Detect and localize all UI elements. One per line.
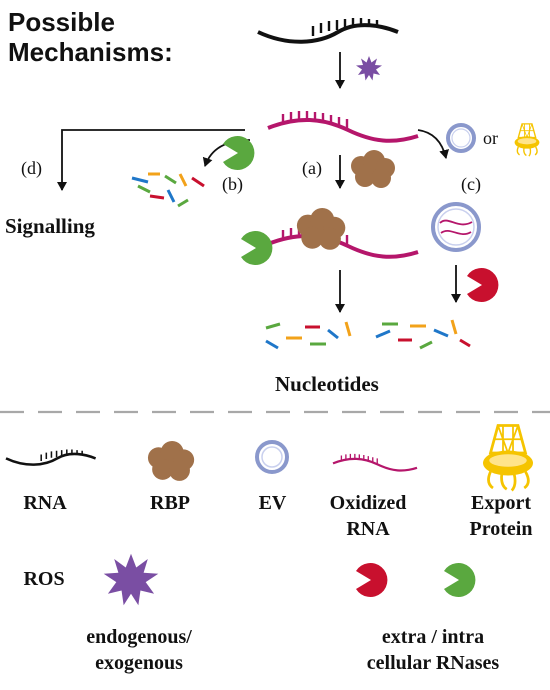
legend-oxidized-line-1: Oxidized (329, 492, 407, 514)
label-a: (a) (302, 158, 322, 178)
fragments-b-icon (131, 172, 205, 208)
legend-oxidized-label: Oxidized RNA (312, 490, 424, 542)
ev-with-rna-icon (431, 202, 481, 252)
diagram-title: Possible Mechanisms: (8, 7, 173, 67)
label-c: (c) (461, 174, 481, 194)
arrow-to-signalling (57, 129, 245, 191)
top-rna-icon (256, 16, 400, 44)
legend-export-protein-icon (481, 424, 535, 492)
label-b: (b) (222, 174, 243, 194)
legend-rnases-line-1: extra / intra (381, 626, 485, 648)
nucleotides-label: Nucleotides (275, 372, 379, 396)
oxidized-rna-main-icon (266, 109, 420, 143)
rnase-red-c-icon (467, 268, 499, 302)
rnase-green-a-icon (241, 231, 273, 265)
legend-oxidized-rna-icon (331, 452, 419, 472)
ros-small-icon (356, 56, 382, 81)
title-line-2: Mechanisms: (8, 37, 173, 67)
legend-ros-label: ROS (23, 568, 65, 590)
title-line-1: Possible (8, 7, 115, 37)
legend-export-label: Export Protein (455, 490, 547, 542)
ev-icon-c (446, 123, 476, 153)
legend-export-line-1: Export (471, 492, 531, 514)
legend-oxidized-line-2: RNA (346, 518, 390, 540)
or-text: or (483, 128, 498, 148)
legend-rna-label: RNA (23, 492, 67, 514)
legend-export-line-2: Protein (469, 518, 533, 540)
legend-ros-desc-line-1: endogenous/ (86, 626, 192, 648)
rbp-icon-a (351, 150, 395, 188)
legend-rnases-label: extra / intra cellular RNases (338, 624, 528, 676)
rbp-bound-icon (296, 208, 346, 250)
legend-rna-icon (4, 448, 97, 466)
arrow-c (417, 129, 449, 159)
export-protein-small-icon (513, 123, 541, 157)
rnase-green-b-icon (223, 136, 255, 170)
legend-ev-label: EV (258, 492, 287, 514)
legend-ros-icon (103, 553, 159, 606)
legend-ros-desc-line-2: exogenous (95, 652, 183, 674)
legend-rnase-green-icon (444, 563, 476, 597)
legend-rnases-line-2: cellular RNases (366, 652, 500, 674)
legend-ev-icon (255, 440, 289, 474)
signalling-label: Signalling (5, 214, 95, 238)
legend-rbp-label: RBP (150, 492, 190, 514)
label-d: (d) (21, 158, 42, 178)
legend-ros-desc: endogenous/ exogenous (44, 624, 234, 676)
nucleotide-fragments-icon (265, 319, 471, 350)
legend-rnase-red-icon (356, 563, 388, 597)
legend-rbp-icon (147, 441, 195, 481)
